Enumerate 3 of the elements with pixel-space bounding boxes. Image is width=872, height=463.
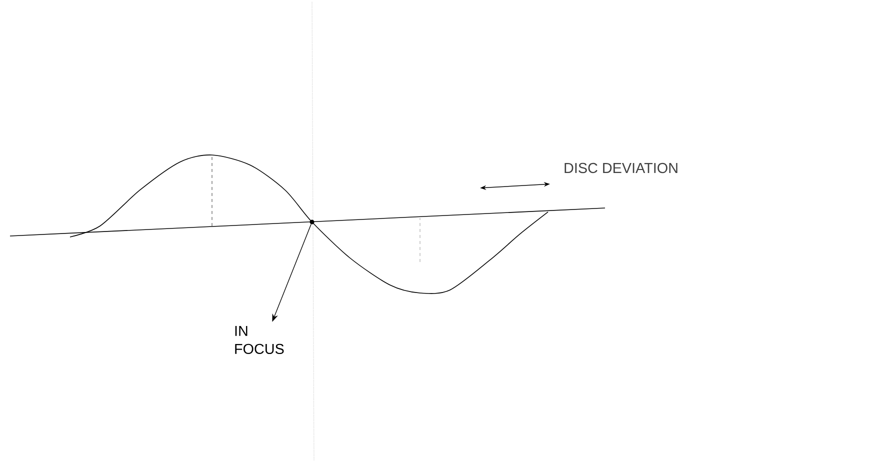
text-label: DISC DEVIATION (564, 162, 678, 174)
text-label: IN FOCUS (235, 326, 284, 354)
crossing-point (310, 220, 314, 224)
